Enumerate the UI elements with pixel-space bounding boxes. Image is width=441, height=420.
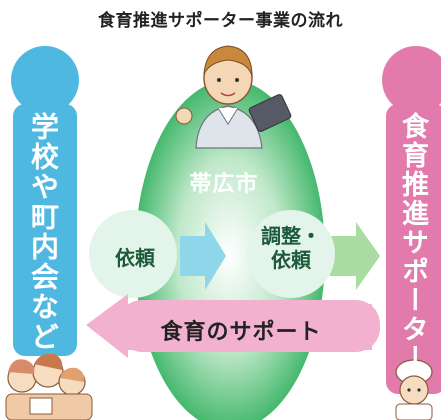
city-label: 帯広市 (189, 172, 259, 197)
adjust-request-label: 調整・ 依頼 (249, 224, 333, 272)
right-pillar-label: 食育推進サポーター (397, 112, 428, 373)
left-pillar-label: 学校や町内会など (27, 112, 60, 352)
adjust-arrow (247, 210, 380, 298)
adjust-label-line2: 依頼 (271, 248, 311, 272)
request-label: 依頼 (115, 246, 155, 270)
left-pillar (11, 46, 79, 356)
diagram-title: 食育推進サポーター事業の流れ (98, 11, 343, 31)
request-arrow (89, 210, 226, 298)
support-arrow (86, 294, 380, 358)
support-label: 食育のサポート (160, 320, 322, 345)
right-pillar (382, 46, 441, 394)
supporter-illustration (395, 359, 433, 420)
adjust-label-line1: 調整・ (261, 224, 321, 248)
city-staff-illustration (175, 45, 292, 149)
people-group-illustration (5, 353, 93, 420)
